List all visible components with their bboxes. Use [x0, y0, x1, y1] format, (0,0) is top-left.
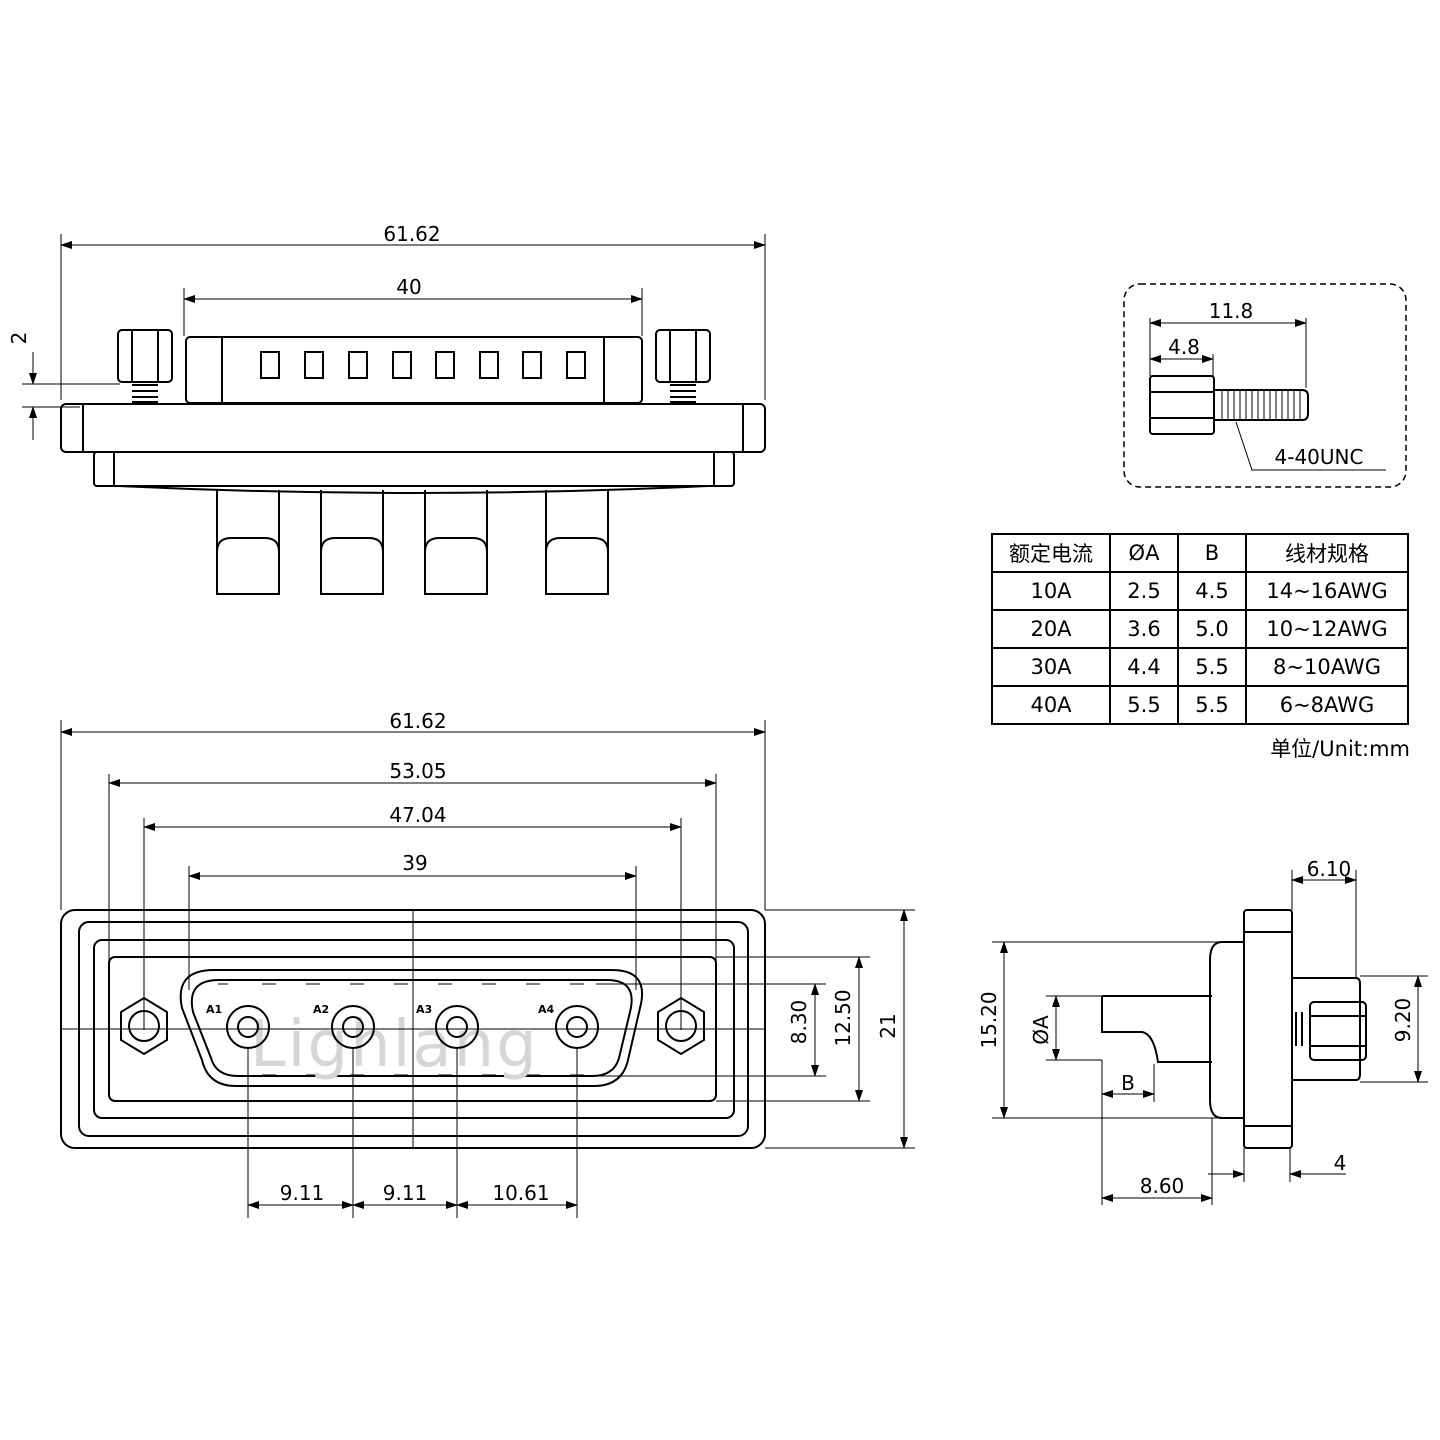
side-flange-thickness: 6.10 — [1307, 857, 1352, 881]
side-body-height: 15.20 — [977, 991, 1001, 1048]
table-cell: 14~16AWG — [1245, 571, 1409, 611]
solder-cups — [216, 490, 609, 595]
spec-header-row: 额定电流 ØA B 线材规格 — [991, 533, 1409, 573]
screw-total-length: 11.8 — [1209, 299, 1254, 323]
top-shell-width: 40 — [396, 275, 421, 299]
table-cell: 10A — [991, 571, 1111, 611]
jack-screw-right — [655, 329, 711, 403]
front-flange-inner: 47.04 — [389, 803, 446, 827]
table-cell: 5.0 — [1177, 609, 1247, 649]
front-overall-width: 61.62 — [389, 709, 446, 733]
table-row: 20A 3.6 5.0 10~12AWG — [991, 609, 1409, 649]
table-cell: 30A — [991, 647, 1111, 687]
table-cell: 6~8AWG — [1245, 685, 1409, 725]
screw-thread: 4-40UNC — [1275, 445, 1364, 469]
table-row: 30A 4.4 5.5 8~10AWG — [991, 647, 1409, 687]
jack-screw-left — [117, 329, 173, 403]
side-screw-span: 9.20 — [1391, 998, 1415, 1043]
contact-label-a2: A2 — [313, 1003, 329, 1016]
front-shell-width: 39 — [402, 851, 427, 875]
front-hole-spacing: 53.05 — [389, 759, 446, 783]
screw-detail: 11.8 4.8 4-40UNC — [1123, 283, 1407, 488]
unit-note: 单位/Unit:mm — [1270, 737, 1410, 761]
contact-a4: A4 — [538, 1003, 599, 1049]
pitch-a1-a2: 9.11 — [280, 1181, 325, 1205]
table-row: 10A 2.5 4.5 14~16AWG — [991, 571, 1409, 611]
height-inner: 8.30 — [787, 1000, 811, 1045]
table-cell: 5.5 — [1177, 647, 1247, 687]
hex-nut-right — [657, 996, 705, 1056]
screw-head-length: 4.8 — [1168, 335, 1200, 359]
contact-a1: A1 — [206, 1003, 270, 1049]
contact-label-a1: A1 — [206, 1003, 222, 1016]
table-cell: 5.5 — [1177, 685, 1247, 725]
watermark: Lighlang — [250, 1008, 539, 1082]
spec-table: 额定电流 ØA B 线材规格 10A 2.5 4.5 14~16AWG 20A … — [991, 533, 1409, 725]
table-cell: 4.5 — [1177, 571, 1247, 611]
hex-nut-left — [120, 996, 168, 1056]
pin-slots — [260, 351, 586, 379]
table-cell: 10~12AWG — [1245, 609, 1409, 649]
top-overall-width: 61.62 — [383, 222, 440, 246]
top-screw-height: 2 — [7, 332, 31, 345]
table-cell: 40A — [991, 685, 1111, 725]
contact-label-a3: A3 — [416, 1003, 432, 1016]
table-cell: 20A — [991, 609, 1111, 649]
table-cell: 8~10AWG — [1245, 647, 1409, 687]
header-diameter-a: ØA — [1109, 533, 1179, 573]
pitch-a3-a4: 10.61 — [492, 1181, 549, 1205]
header-rated-current: 额定电流 — [991, 533, 1111, 573]
table-cell: 2.5 — [1109, 571, 1179, 611]
table-cell: 4.4 — [1109, 647, 1179, 687]
header-wire-spec: 线材规格 — [1245, 533, 1409, 573]
pitch-a2-a3: 9.11 — [383, 1181, 428, 1205]
side-cup-b: B — [1121, 1071, 1135, 1095]
side-flange-depth: 4 — [1334, 1151, 1347, 1175]
header-b: B — [1177, 533, 1247, 573]
front-view: 61.62 53.05 47.04 39 Lighlang A1 — [60, 709, 915, 1218]
height-overall: 21 — [876, 1013, 900, 1038]
contact-label-a4: A4 — [538, 1003, 555, 1016]
side-rear-length: 8.60 — [1140, 1174, 1185, 1198]
top-view: 61.62 40 2 — [7, 222, 766, 595]
height-shell: 12.50 — [831, 989, 855, 1046]
table-row: 40A 5.5 5.5 6~8AWG — [991, 685, 1409, 725]
table-cell: 3.6 — [1109, 609, 1179, 649]
side-view: 6.10 15.20 ØA B 9.20 8.60 4 — [977, 857, 1428, 1205]
side-contact-diameter: ØA — [1029, 1015, 1053, 1045]
table-cell: 5.5 — [1109, 685, 1179, 725]
